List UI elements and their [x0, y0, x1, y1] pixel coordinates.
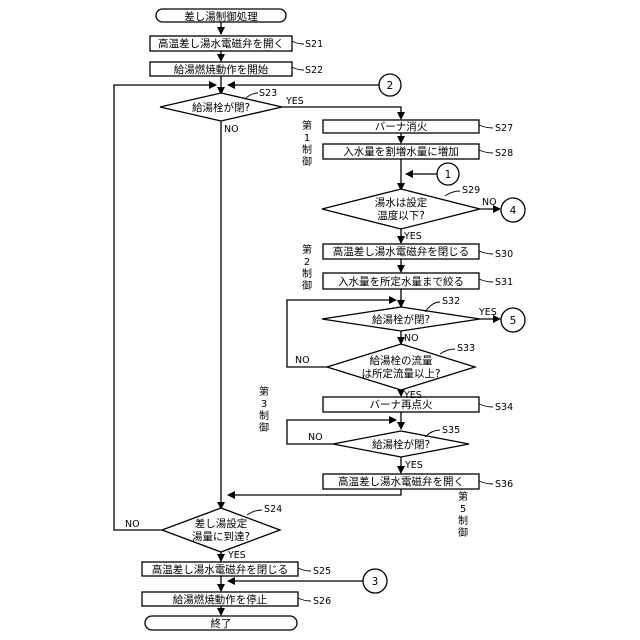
decision-s23-text: 給湯栓が閉?	[192, 101, 250, 114]
step-label-s30: S30	[495, 249, 513, 260]
s23-no-label: NO	[224, 124, 239, 135]
step-s26-text: 給湯燃焼動作を停止	[173, 593, 268, 606]
step-s27-text: バーナ消火	[375, 120, 428, 133]
connector-5-label: 5	[510, 315, 517, 327]
step-s22-text: 給湯燃焼動作を開始	[174, 63, 269, 76]
step-label-s25: S25	[313, 566, 331, 577]
control-2-char-3: 制	[302, 267, 312, 280]
connector-2-label: 2	[387, 80, 394, 92]
control-group-1: 第 1 制 御	[302, 119, 312, 168]
step-label-s23: S23	[259, 88, 277, 99]
decision-s24-text-1: 差し湯設定	[195, 517, 248, 530]
control-1-char-2: 1	[304, 133, 310, 144]
s35-no-label: NO	[308, 432, 323, 443]
step-label-s31: S31	[495, 277, 513, 288]
s24-no-label: NO	[125, 519, 140, 530]
s29-yes-label: YES	[403, 231, 422, 242]
decision-s33-text-2: は所定流量以上?	[361, 367, 440, 380]
control-1-char-4: 御	[302, 155, 312, 168]
s33-yes-label: YES	[403, 390, 422, 401]
control-2-char-4: 御	[302, 279, 312, 292]
connector-1-label: 1	[445, 169, 452, 181]
connector-3-label: 3	[372, 576, 379, 588]
end-label: 終了	[211, 617, 232, 630]
decision-s33	[327, 344, 475, 390]
step-label-s32: S32	[442, 296, 460, 307]
step-label-s24: S24	[264, 504, 282, 515]
step-label-s33: S33	[457, 343, 475, 354]
step-s21-text: 高温差し湯水電磁弁を開く	[158, 37, 284, 50]
decision-s24-text-2: 湯量に到達?	[192, 531, 250, 543]
decision-s32-text: 給湯栓が閉?	[372, 313, 430, 326]
step-s30-text: 高温差し湯水電磁弁を閉じる	[333, 245, 470, 258]
s32-no-label: NO	[404, 333, 419, 344]
step-label-s34: S34	[495, 402, 513, 413]
control-3-char-3: 制	[259, 409, 269, 422]
control-3-char-1: 第	[259, 385, 269, 398]
decision-s29-text-1: 湯水は設定	[375, 196, 428, 209]
step-s36-text: 高温差し湯水電磁弁を開く	[338, 475, 464, 488]
decision-s29	[322, 189, 480, 229]
control-group-2: 第 2 制 御	[302, 243, 312, 292]
control-group-5: 第 5 制 御	[458, 490, 468, 539]
control-5-char-3: 制	[458, 514, 468, 527]
control-5-char-4: 御	[458, 526, 468, 539]
control-3-char-4: 御	[259, 421, 269, 434]
step-label-s27: S27	[495, 123, 513, 134]
control-2-char-1: 第	[302, 243, 312, 256]
decision-s24	[162, 508, 280, 552]
step-label-s21: S21	[305, 39, 323, 50]
step-s31-text: 入水量を所定水量まで絞る	[338, 275, 464, 288]
s33-no-label: NO	[295, 355, 310, 366]
decision-s29-text-2: 温度以下?	[377, 209, 425, 222]
s23-yes-label: YES	[285, 96, 304, 107]
decision-s33-text-1: 給湯栓の流量	[370, 354, 433, 367]
s32-yes-label: YES	[478, 307, 497, 318]
step-s34-text: バーナ再点火	[370, 399, 433, 411]
decision-s35-text: 給湯栓が閉?	[372, 438, 430, 451]
s35-yes-label: YES	[404, 460, 423, 471]
control-1-char-3: 制	[302, 143, 312, 156]
step-s25-text: 高温差し湯水電磁弁を閉じる	[152, 563, 289, 576]
step-label-s22: S22	[305, 65, 323, 76]
step-label-s35: S35	[442, 425, 460, 436]
control-group-3: 第 3 制 御	[259, 385, 269, 434]
s29-no-label: NO	[482, 197, 497, 208]
step-s28-text: 入水量を割増水量に増加	[343, 145, 459, 158]
control-1-char-1: 第	[302, 119, 312, 132]
step-label-s26: S26	[313, 596, 331, 607]
s24-yes-label: YES	[227, 550, 246, 561]
step-label-s28: S28	[495, 148, 513, 159]
control-5-char-1: 第	[458, 490, 468, 503]
control-2-char-2: 2	[304, 257, 310, 268]
connector-4-label: 4	[510, 205, 517, 217]
start-label: 差し湯制御処理	[184, 10, 258, 23]
step-label-s29: S29	[462, 185, 480, 196]
step-label-s36: S36	[495, 479, 513, 490]
control-3-char-2: 3	[261, 399, 267, 410]
control-5-char-2: 5	[460, 504, 466, 515]
